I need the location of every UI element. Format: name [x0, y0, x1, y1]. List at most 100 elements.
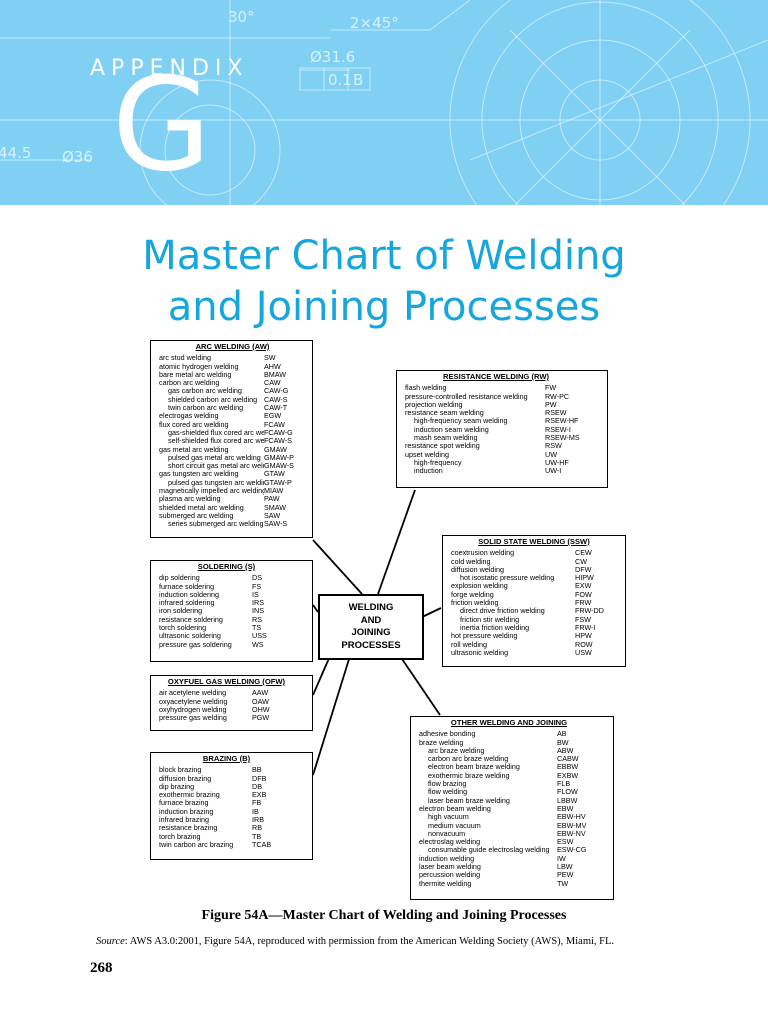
process-code: EBW-HV [557, 812, 586, 822]
process-row: bare metal arc welding BMAW [159, 369, 306, 379]
appendix-banner: 30° 2×45° Ø31.6 0.1 B 44.5 Ø36 APPENDIX … [0, 0, 768, 205]
process-code: FB [252, 798, 262, 808]
process-name: submerged arc welding [159, 511, 234, 520]
process-name: high vacuum [428, 813, 469, 822]
process-code: RB [252, 823, 262, 833]
process-code: CAW-S [264, 394, 288, 404]
process-name: inertia friction welding [460, 623, 530, 632]
process-code: RSEW [545, 408, 567, 418]
process-code: IB [252, 806, 259, 816]
process-name: infrared soldering [159, 599, 215, 608]
soldering-heading: SOLDERING (S) [197, 562, 256, 571]
process-code: FLB [557, 779, 571, 789]
process-name: diffusion brazing [159, 774, 212, 783]
process-name: hot pressure welding [451, 632, 518, 641]
process-name: electroslag welding [419, 838, 481, 847]
drawing-label: 44.5 [0, 144, 31, 162]
process-name: pressure-controlled resistance welding [405, 392, 528, 401]
process-code: ABW [557, 745, 574, 755]
process-code: BMAW [264, 369, 287, 379]
source-label: Source [96, 936, 125, 947]
connector-line [399, 655, 441, 716]
process-code: IRS [252, 598, 264, 608]
process-name: dip soldering [159, 574, 200, 583]
process-name: gas carbon arc welding [168, 387, 242, 396]
process-code: AAW [252, 688, 269, 698]
arc-welding-heading: ARC WELDING (AW) [195, 342, 270, 351]
process-name: air acetylene welding [159, 689, 227, 698]
process-name: high-frequency seam welding [414, 417, 508, 426]
process-name: gas-shielded flux cored arc welding [168, 428, 264, 437]
process-code: DFB [252, 773, 267, 783]
process-name: twin carbon arc welding [168, 404, 244, 413]
process-code: GTAW-P [264, 477, 292, 487]
process-name: self-shielded flux cored arc welding [168, 437, 264, 446]
process-name: flow welding [428, 788, 468, 797]
other-welding-and-joining-box: OTHER WELDING AND JOINING adhesive bondi… [410, 716, 614, 900]
process-code: AB [557, 729, 567, 739]
process-name: hot isostatic pressure welding [460, 574, 555, 583]
drawing-label: Ø31.6 [310, 48, 355, 66]
process-name: mash seam welding [414, 434, 478, 443]
process-code: BW [557, 737, 569, 747]
process-row: gas-shielded flux cored arc weldingFCAW-… [159, 428, 306, 437]
process-row: flux cored arc welding FCAW [159, 419, 306, 429]
process-code: RSW [545, 441, 562, 451]
process-code: CEW [575, 548, 592, 558]
page-number: 268 [90, 960, 113, 976]
process-name: magnetically impelled arc welding [159, 487, 264, 496]
process-code: SW [264, 353, 276, 363]
source-note: Source: AWS A3.0:2001, Figure 54A, repro… [96, 936, 614, 947]
process-name: bare metal arc welding [159, 370, 232, 379]
process-name: induction welding [419, 854, 475, 863]
process-code: LBW [557, 862, 573, 872]
process-name: ultrasonic welding [451, 648, 509, 657]
process-code: PEW [557, 870, 574, 880]
process-code: FCAW [264, 419, 285, 429]
process-name: nonvacuum [428, 829, 466, 838]
process-row: braze welding BW [419, 737, 599, 747]
process-name: braze welding [419, 738, 464, 747]
process-name: thermite welding [419, 879, 472, 888]
process-code: FCAW-S [264, 436, 292, 446]
center-line: JOINING [351, 627, 391, 638]
process-name: torch brazing [159, 832, 201, 841]
process-code: UW-HF [545, 457, 569, 467]
process-code: ROW [575, 639, 593, 649]
process-code: FLOW [557, 787, 578, 797]
process-row: short circuit gas metal arc weldingGMAW-… [159, 461, 306, 470]
process-code: SAW [264, 510, 281, 520]
process-name: flux cored arc welding [159, 420, 229, 429]
drawing-label: 0.1 [328, 71, 352, 89]
process-name: ultrasonic soldering [159, 632, 221, 641]
process-code: EBW-NV [557, 828, 586, 838]
process-code: IW [557, 853, 566, 863]
process-code: FRW-I [575, 622, 596, 632]
